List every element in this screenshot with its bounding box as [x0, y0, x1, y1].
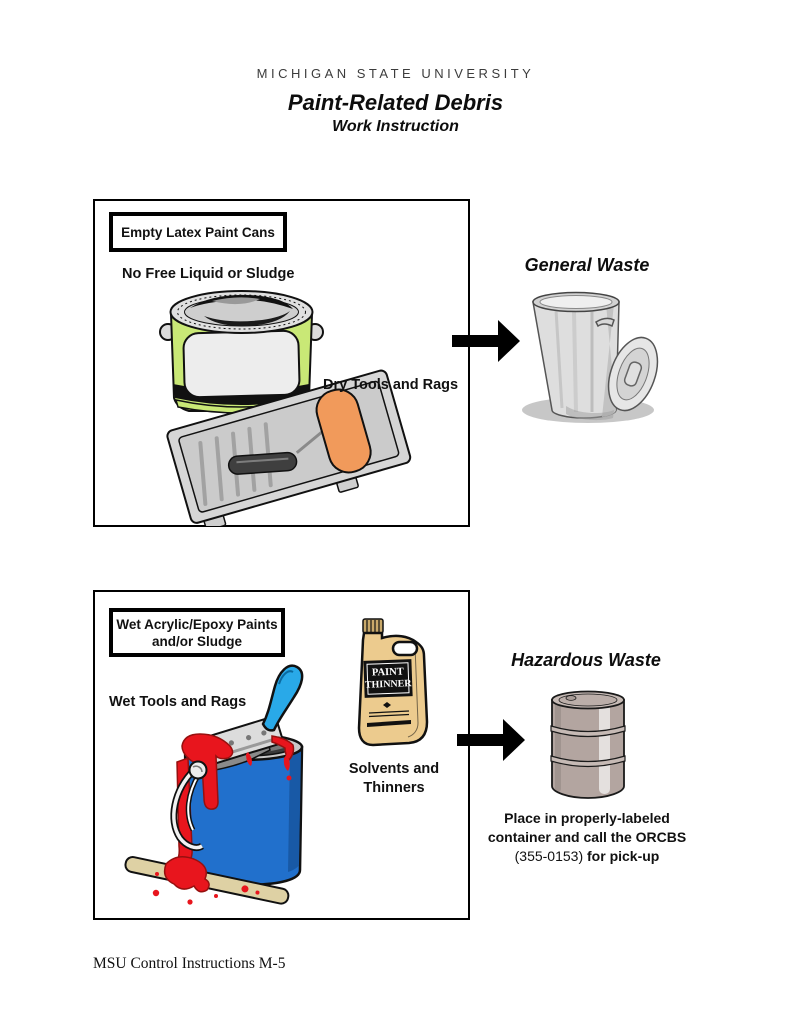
general-waste-title: General Waste [524, 255, 650, 275]
wet-paint-label-line2: and/or Sludge [151, 633, 242, 649]
brush-handle [261, 664, 304, 732]
item-solvents-line1: Solvents and [348, 761, 440, 777]
paint-can-tray-illustration [159, 290, 412, 526]
item-solvents-line2: Thinners [363, 780, 425, 796]
paint-roller [315, 388, 372, 474]
hazardous-disposal-note: Place in properly-labeled container and … [487, 809, 687, 866]
item-solvents-thinners: Solvents and Thinners [339, 760, 449, 798]
page-subtitle: Work Instruction [332, 118, 459, 135]
page-title: Paint-Related Debris [287, 90, 504, 115]
note-text-bold-2: for pick-up [587, 848, 660, 864]
note-text-bold: Place in properly-labeled container and … [487, 810, 687, 845]
trash-can-handle [595, 317, 615, 328]
wet-paint-label-box: Wet Acrylic/Epoxy Paints and/or Sludge [109, 608, 285, 657]
item-wet-tools: Wet Tools and Rags [109, 694, 247, 710]
empty-latex-label-box: Empty Latex Paint Cans [109, 212, 287, 252]
item-dry-tools: Dry Tools and Rags [323, 377, 459, 393]
svg-text:THINNER: THINNER [365, 678, 413, 691]
university-name: MICHIGAN STATE UNIVERSITY [256, 66, 535, 81]
bucket-rope-handle [170, 760, 208, 852]
waste-drum [550, 690, 626, 799]
hazardous-waste-title: Hazardous Waste [511, 650, 661, 670]
document-reference: MSU Control Instructions M-5 [93, 955, 286, 972]
jug-handle-hole [391, 640, 419, 657]
svg-text:PAINT: PAINT [372, 666, 404, 678]
roller-handle [227, 451, 298, 475]
paint-thinner-label: PAINT THINNER [363, 659, 413, 698]
flow-arrow-icon [452, 320, 520, 362]
hazardous-drum-illustration [550, 690, 626, 799]
item-no-free-liquid: No Free Liquid or Sludge [122, 266, 295, 282]
paint-thinner-jug: PAINT THINNER [357, 618, 429, 747]
paint-tray [166, 369, 412, 526]
empty-latex-label: Empty Latex Paint Cans [121, 224, 275, 240]
trash-can [532, 291, 620, 419]
trash-can-lid [607, 336, 659, 412]
trash-can-illustration [522, 291, 659, 423]
paint-thinner-illustration: PAINT THINNER [357, 618, 429, 747]
flow-arrow-icon [457, 719, 525, 761]
paint-bucket-illustration [124, 664, 304, 905]
wet-paint-label-line1: Wet Acrylic/Epoxy Paints [116, 616, 278, 632]
note-phone-number: (355-0153) [514, 848, 584, 864]
jug-cap [362, 618, 384, 634]
